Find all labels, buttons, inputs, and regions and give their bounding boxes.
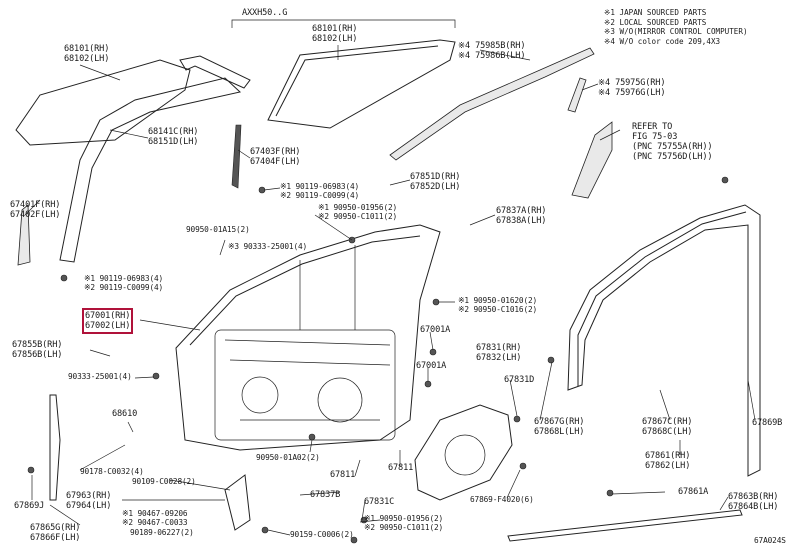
part-90119-a[interactable]: ※1 90119-06983(4)※2 90119-C0099(4) [280,182,360,200]
part-68610[interactable]: 68610 [112,409,138,419]
door-glass-large [267,39,456,129]
part-67403[interactable]: 67403F(RH)67404F(LH) [250,147,301,167]
note-3: ※3 W/O(MIRROR CONTROL COMPUTER) [604,27,748,36]
part-67831c[interactable]: 67831C [364,497,395,507]
note-1: ※1 JAPAN SOURCED PARTS [604,8,707,17]
part-67855[interactable]: 67855B(RH)67856B(LH) [12,340,63,360]
part-90119-b[interactable]: ※1 90119-06983(4)※2 90119-C0099(4) [84,274,164,292]
part-75975[interactable]: ※4 75975G(RH)※4 75976G(LH) [598,78,666,98]
door-opening-seal-inner [577,211,747,386]
notes-legend: ※1 JAPAN SOURCED PARTS ※2 LOCAL SOURCED … [604,8,748,46]
door-frame-inner [189,235,421,346]
door-glass-left [15,59,191,146]
note-2: ※2 LOCAL SOURCED PARTS [604,17,707,27]
part-67811-a[interactable]: 67811 [330,470,356,480]
lower-hinge [224,474,251,531]
part-67863[interactable]: 67863B(RH)67864B(LH) [728,492,779,512]
sill-molding [507,509,743,542]
part-67869b[interactable]: 67869B [752,418,783,428]
diagram-code: 67A024S [754,536,786,545]
mirror-trim [571,121,613,199]
part-90950-c[interactable]: ※1 90950-01620(2)※2 90950-C1016(2) [458,296,538,314]
front-trim-strip [49,394,61,501]
part-67851[interactable]: 67851D(RH)67852D(LH) [410,172,461,192]
small-trim [567,77,587,113]
model-bracket [231,19,456,28]
part-90950-d[interactable]: 90950-01A02(2) [256,453,320,462]
door-speaker-panel [414,404,513,501]
part-67001a-upper[interactable]: 67001A [420,325,451,335]
direction-arrow [179,55,251,89]
part-90159[interactable]: 90159-C0006(2) [290,530,354,539]
part-90109[interactable]: 90109-C0028(2) [132,477,196,486]
part-90467[interactable]: ※1 90467-09206※2 90467-C0033 [122,509,188,527]
part-67001a-lower[interactable]: 67001A [416,361,447,371]
part-67861[interactable]: 67861(RH)67862(LH) [645,451,691,471]
belt-molding [389,47,595,161]
part-90333-a[interactable]: ※3 90333-25001(4) [228,242,308,251]
door-internals [214,245,396,441]
part-68141[interactable]: 68141C(RH)68151D(LH) [148,127,199,147]
part-67837[interactable]: 67837A(RH)67838A(LH) [496,206,547,226]
part-68101-top[interactable]: 68101(RH)68102(LH) [312,24,358,44]
weatherstrip-67401 [17,204,31,266]
part-90950-e[interactable]: ※1 90950-01956(2)※2 90950-C1011(2) [364,514,444,532]
part-67831[interactable]: 67831(RH)67832(LH) [476,343,522,363]
part-90178[interactable]: 90178-C0032(4) [80,467,144,476]
part-67869j[interactable]: 67869J [14,501,45,511]
model-label: AXXH50..G [242,8,288,18]
part-67831d[interactable]: 67831D [504,375,535,385]
part-67867g[interactable]: 67867G(RH)67868L(LH) [534,417,585,437]
part-67865[interactable]: 67865G(RH)67866F(LH) [30,523,81,543]
part-90189[interactable]: 90189-06227(2) [130,528,194,537]
part-90333-b[interactable]: 90333-25001(4) [68,372,132,381]
speaker-ring [444,434,486,476]
note-4: ※4 W/O color code 209,4X3 [604,36,721,46]
part-90950-b[interactable]: 90950-01A15(2) [186,225,250,234]
part-75985[interactable]: ※4 75985B(RH)※4 75986B(LH) [458,41,526,61]
part-68101-left[interactable]: 68101(RH)68102(LH) [64,44,110,64]
part-67001-highlighted[interactable]: 67001(RH)67002(LH) [81,308,134,334]
door-glass-large-edge [275,45,439,117]
part-67869f[interactable]: 67869-F4020(6) [470,495,534,504]
part-67861a[interactable]: 67861A [678,487,709,497]
weatherstrip-67403 [231,124,242,189]
part-67811-b[interactable]: 67811 [388,463,414,473]
part-67963[interactable]: 67963(RH)67964(LH) [66,491,112,511]
part-67867c[interactable]: 67867C(RH)67868C(LH) [642,417,693,437]
leader-lines [24,45,756,536]
run-channel [59,77,242,263]
part-90950-a[interactable]: ※1 90950-01956(2)※2 90950-C1011(2) [318,203,398,221]
door-opening-seal [567,204,761,477]
part-67401[interactable]: 67401F(RH)67402F(LH) [10,200,61,220]
door-frame [175,224,441,451]
part-67837b[interactable]: 67837B [310,490,341,500]
